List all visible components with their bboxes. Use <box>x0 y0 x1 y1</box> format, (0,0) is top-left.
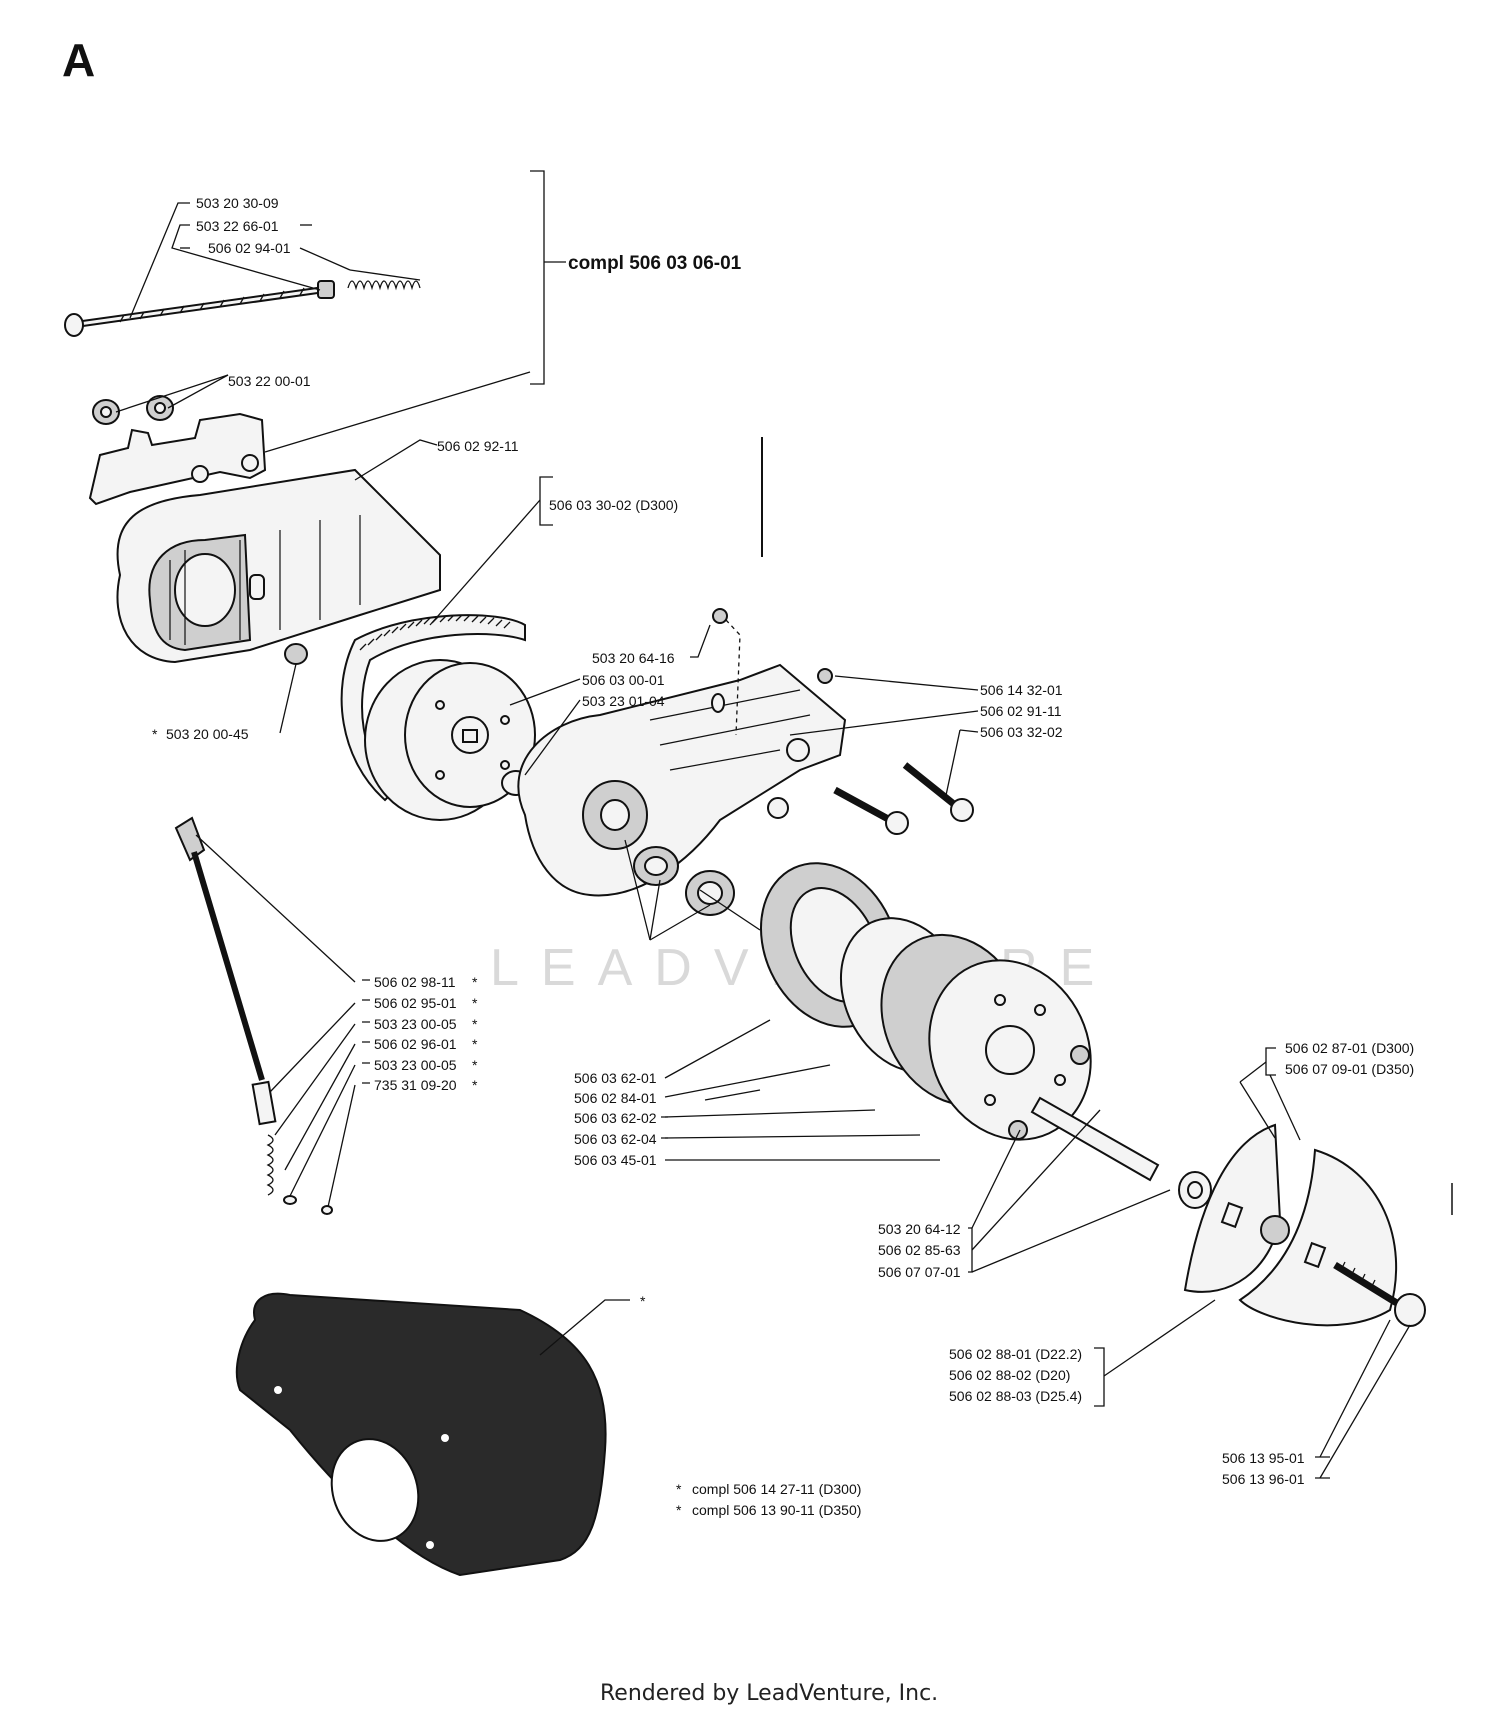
kit-label-d300: compl 506 14 27-11 (D300) <box>692 1481 861 1497</box>
asterisk-4: * <box>472 1036 478 1052</box>
impeller-bolt <box>1333 1261 1426 1327</box>
drive-pulley <box>364 659 536 821</box>
part-label-506-02-91-11: 506 02 91-11 <box>980 703 1062 719</box>
section-letter: A <box>62 34 95 86</box>
housing-bolts <box>712 608 974 835</box>
part-label-506-02-95-01: 506 02 95-01 <box>374 995 457 1011</box>
drive-belt <box>340 614 526 802</box>
clutch-rod <box>174 816 333 1215</box>
part-labels: compl 506 03 06-01 503 20 30-09 503 22 6… <box>152 195 1414 1518</box>
part-label-503-23-00-05-b: 503 23 00-05 <box>374 1057 457 1073</box>
clutch-assembly <box>760 862 1092 1141</box>
part-label-506-02-88-03: 506 02 88-03 (D25.4) <box>949 1388 1082 1404</box>
part-label-506-02-96-01: 506 02 96-01 <box>374 1036 457 1052</box>
part-label-506-07-09-01: 506 07 09-01 (D350) <box>1285 1061 1414 1077</box>
part-label-506-02-88-02: 506 02 88-02 (D20) <box>949 1367 1070 1383</box>
asterisk-2: * <box>472 995 478 1011</box>
asterisk-6: * <box>472 1077 478 1093</box>
part-label-506-13-96-01: 506 13 96-01 <box>1222 1471 1305 1487</box>
drive-shaft <box>1030 1096 1212 1209</box>
part-label-506-03-62-04: 506 03 62-04 <box>574 1131 657 1147</box>
part-label-506-14-32-01: 506 14 32-01 <box>980 682 1063 698</box>
part-label-503-20-30-09: 503 20 30-09 <box>196 195 279 211</box>
part-label-503-23-01-04: 503 23 01-04 <box>582 693 665 709</box>
part-label-506-03-30-02: 506 03 30-02 (D300) <box>549 497 678 513</box>
part-label-506-07-07-01: 506 07 07-01 <box>878 1264 961 1280</box>
part-label-503-23-00-05-a: 503 23 00-05 <box>374 1016 457 1032</box>
part-label-503-22-00-01: 503 22 00-01 <box>228 373 311 389</box>
asterisk-kit-1: * <box>676 1481 682 1497</box>
part-label-506-02-87-01: 506 02 87-01 (D300) <box>1285 1040 1414 1056</box>
part-label-506-03-62-01: 506 03 62-01 <box>574 1070 657 1086</box>
part-label-506-02-84-01: 506 02 84-01 <box>574 1090 657 1106</box>
part-label-506-02-92-11: 506 02 92-11 <box>437 438 519 454</box>
footer-credit: Rendered by LeadVenture, Inc. <box>600 1681 938 1706</box>
asterisk-3: * <box>472 1016 478 1032</box>
tension-bracket <box>88 395 267 506</box>
part-label-506-02-94-01: 506 02 94-01 <box>208 240 291 256</box>
asterisk-cover: * <box>640 1293 646 1309</box>
outer-cover <box>235 1292 607 1577</box>
belt-guard-housing <box>116 468 441 665</box>
asterisk-1: * <box>472 974 478 990</box>
part-label-506-13-95-01: 506 13 95-01 <box>1222 1450 1305 1466</box>
part-label-506-03-32-02: 506 03 32-02 <box>980 724 1063 740</box>
gearbox-housing <box>517 663 847 916</box>
impeller-halves <box>1183 1123 1398 1327</box>
adjuster-bolt <box>64 280 421 337</box>
asterisk-kit-2: * <box>676 1502 682 1518</box>
part-label-503-20-64-16: 503 20 64-16 <box>592 650 675 666</box>
part-label-506-02-98-11: 506 02 98-11 <box>374 974 456 990</box>
part-label-503-20-64-12: 503 20 64-12 <box>878 1221 961 1237</box>
part-label-506-03-00-01: 506 03 00-01 <box>582 672 665 688</box>
asterisk-503-20-00-45: * <box>152 726 158 742</box>
part-label-506-03-62-02: 506 03 62-02 <box>574 1110 657 1126</box>
kit-label-d350: compl 506 13 90-11 (D350) <box>692 1502 861 1518</box>
part-label-506-02-88-01: 506 02 88-01 (D22.2) <box>949 1346 1082 1362</box>
leader-lines <box>115 170 1453 1479</box>
assembly-label: compl 506 03 06-01 <box>568 253 742 274</box>
part-label-503-20-00-45: 503 20 00-45 <box>166 726 249 742</box>
part-label-506-03-45-01: 506 03 45-01 <box>574 1152 657 1168</box>
part-label-503-22-66-01: 503 22 66-01 <box>196 218 279 234</box>
part-label-735-31-09-20: 735 31 09-20 <box>374 1077 457 1093</box>
part-label-506-02-85-63: 506 02 85-63 <box>878 1242 961 1258</box>
asterisk-5: * <box>472 1057 478 1073</box>
